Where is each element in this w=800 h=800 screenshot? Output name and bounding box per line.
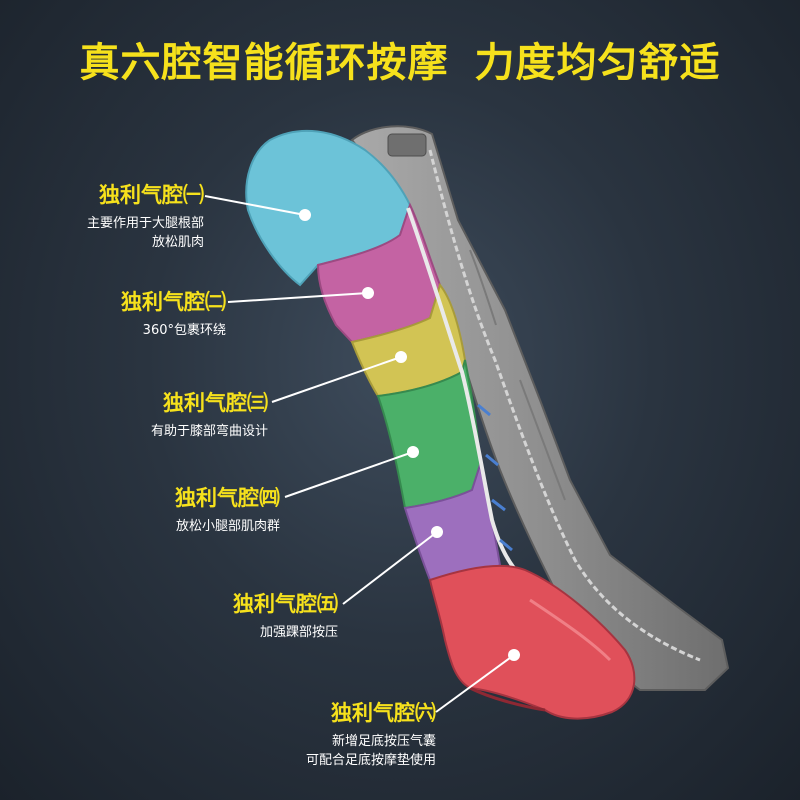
chamber-4-desc-line-1: 放松小腿部肌肉群 (175, 519, 280, 534)
chamber-2-title: 独利气腔㈡ (121, 290, 226, 314)
chamber-6-segment (428, 564, 636, 720)
chamber-2-desc: 360°包裹环绕 (121, 321, 226, 340)
chamber-1-desc-line-1: 主要作用于大腿根部 (86, 216, 204, 231)
chamber-1-title: 独利气腔㈠ (99, 183, 204, 207)
chamber-6-desc-line-2: 可配合足底按摩垫使用 (305, 753, 436, 768)
chamber-5-title: 独利气腔㈤ (233, 592, 338, 616)
headline: 真六腔智能循环按摩力度均匀舒适 (0, 30, 800, 88)
chamber-1-desc: 主要作用于大腿根部 放松肌肉 (87, 214, 204, 252)
gray-sleeve (350, 125, 730, 691)
chamber-1-label: 独利气腔㈠ 主要作用于大腿根部 放松肌肉 (87, 182, 204, 252)
chamber-2-label: 独利气腔㈡ 360°包裹环绕 (121, 289, 226, 340)
chamber-2-desc-line-1: 360°包裹环绕 (142, 323, 226, 338)
chamber-6-label: 独利气腔㈥ 新增足底按压气囊 可配合足底按摩垫使用 (306, 700, 436, 770)
chamber-5-desc-line-1: 加强踝部按压 (259, 625, 338, 640)
chamber-3-desc: 有助于膝部弯曲设计 (151, 422, 268, 441)
chamber-1-desc-line-2: 放松肌肉 (151, 235, 204, 250)
chamber-4-desc: 放松小腿部肌肉群 (175, 517, 280, 536)
callout-lines (204, 195, 520, 713)
chamber-6-desc: 新增足底按压气囊 可配合足底按摩垫使用 (306, 732, 436, 770)
chamber-4-label: 独利气腔㈣ 放松小腿部肌肉群 (175, 485, 280, 536)
chamber-3-desc-line-1: 有助于膝部弯曲设计 (150, 424, 268, 439)
chamber-3-title: 独利气腔㈢ (163, 391, 268, 415)
headline-left: 真六腔智能循环按摩 (79, 40, 449, 86)
chamber-5-segment (403, 461, 502, 585)
chamber-3-label: 独利气腔㈢ 有助于膝部弯曲设计 (151, 390, 268, 441)
chamber-5-label: 独利气腔㈤ 加强踝部按压 (233, 591, 338, 642)
chamber-5-desc: 加强踝部按压 (233, 623, 338, 642)
chamber-6-title: 独利气腔㈥ (331, 701, 436, 725)
chamber-6-desc-line-1: 新增足底按压气囊 (331, 734, 436, 749)
chamber-4-title: 独利气腔㈣ (175, 486, 280, 510)
headline-right: 力度均匀舒适 (474, 40, 721, 86)
